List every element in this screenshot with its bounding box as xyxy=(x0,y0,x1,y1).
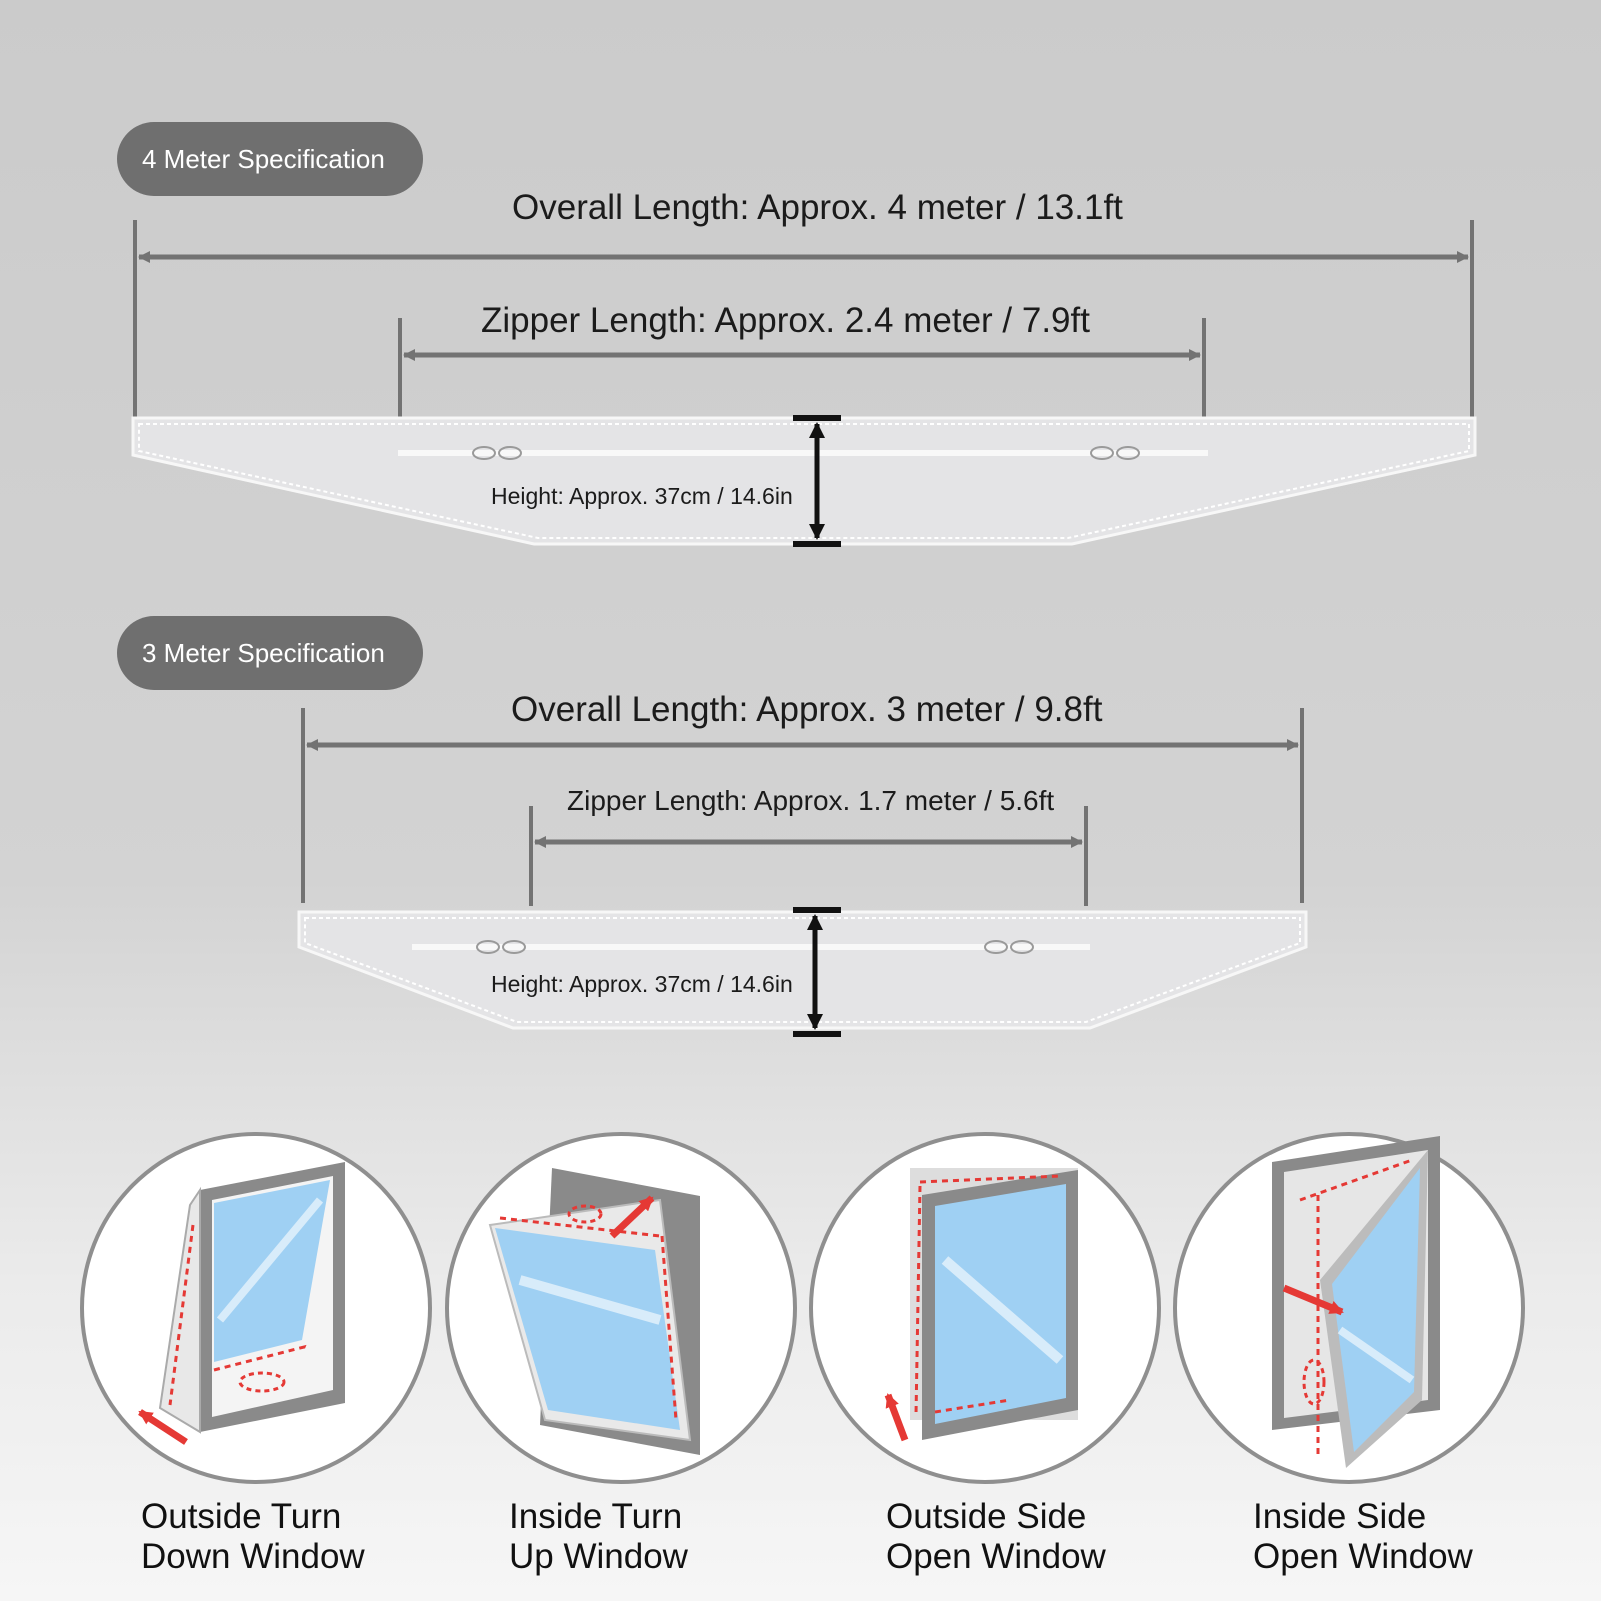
caption-line-1: Inside Turn xyxy=(509,1497,683,1536)
caption-line-2: Open Window xyxy=(1253,1537,1473,1576)
caption-line-2: Open Window xyxy=(886,1537,1106,1576)
inside-side-open-window-icon xyxy=(1173,1132,1525,1484)
spec-badge-3m: 3 Meter Specification xyxy=(117,616,423,690)
height-label-4m: Height: Approx. 37cm / 14.6in xyxy=(491,483,793,509)
spec-badge-4m: 4 Meter Specification xyxy=(117,122,423,196)
caption-line-2: Up Window xyxy=(509,1537,688,1576)
fabric-panel-4m xyxy=(131,416,1477,546)
height-label-3m: Height: Approx. 37cm / 14.6in xyxy=(491,971,793,997)
zipper-length-label-3m: Zipper Length: Approx. 1.7 meter / 5.6ft xyxy=(567,785,1055,816)
caption-line-2: Down Window xyxy=(141,1537,365,1576)
height-marker-3m xyxy=(793,907,841,1037)
outside-turn-down-window-icon xyxy=(80,1132,432,1484)
overall-length-label-4m: Overall Length: Approx. 4 meter / 13.1ft xyxy=(512,188,1123,227)
overall-length-label-3m: Overall Length: Approx. 3 meter / 9.8ft xyxy=(511,690,1103,729)
caption-inside-side-open: Inside Side Open Window xyxy=(1253,1497,1473,1577)
fabric-panel-3m xyxy=(297,910,1308,1030)
inside-turn-up-window-icon xyxy=(445,1132,797,1484)
outside-side-open-window-icon xyxy=(809,1132,1161,1484)
caption-line-1: Outside Side xyxy=(886,1497,1087,1536)
zipper-length-label-4m: Zipper Length: Approx. 2.4 meter / 7.9ft xyxy=(481,301,1090,340)
caption-inside-turn-up: Inside Turn Up Window xyxy=(509,1497,688,1577)
caption-outside-turn-down: Outside Turn Down Window xyxy=(141,1497,365,1577)
spec-4m-dimensions xyxy=(133,220,1474,418)
caption-line-1: Outside Turn xyxy=(141,1497,342,1536)
spec-3m-dimensions xyxy=(301,708,1304,906)
caption-outside-side-open: Outside Side Open Window xyxy=(886,1497,1106,1577)
caption-line-1: Inside Side xyxy=(1253,1497,1427,1536)
height-marker-4m xyxy=(793,415,841,547)
